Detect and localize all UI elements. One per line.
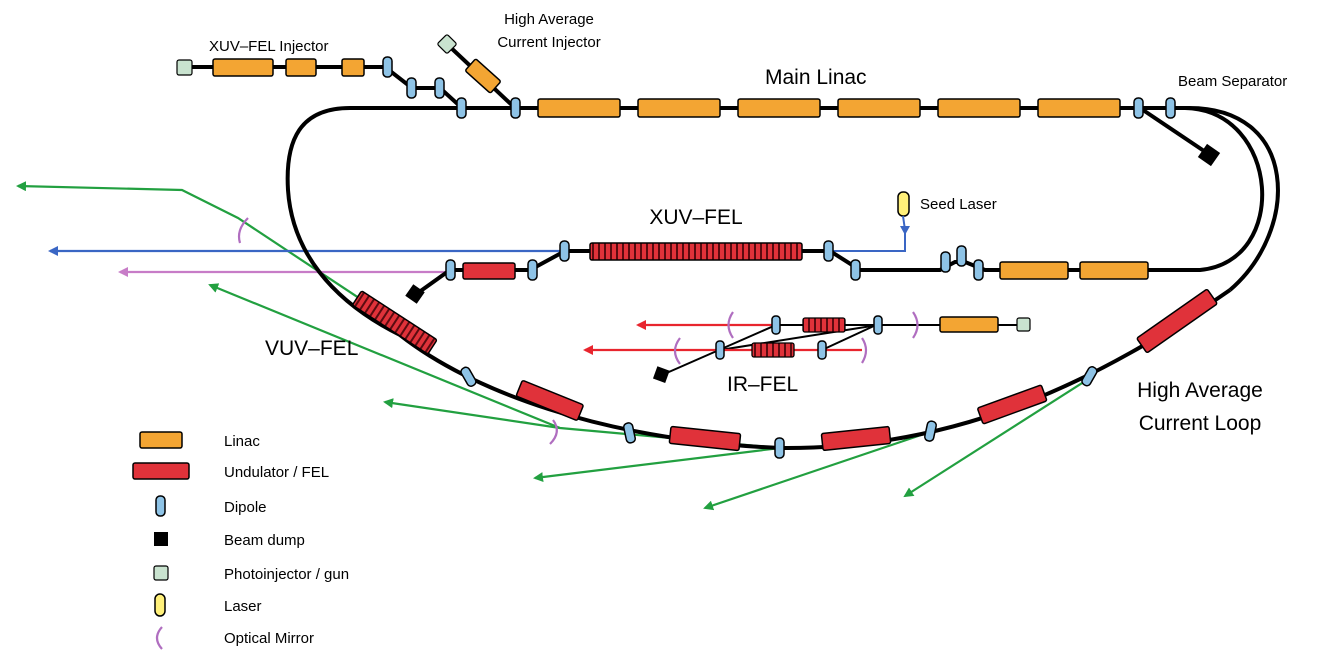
legend-label: Laser: [224, 598, 262, 615]
hac-loop-label-line2: Current Loop: [1139, 412, 1262, 435]
vuv-light-lines: [16, 181, 1091, 511]
photoinjector-icon: [153, 565, 169, 581]
xuv-fel-undulator: [589, 242, 803, 261]
seed-laser: [897, 191, 910, 231]
vuv-fel-label: VUV–FEL: [265, 337, 358, 360]
undulator-icon: [132, 462, 190, 480]
ir-linac: [939, 316, 999, 333]
xuv-fel-label: XUV–FEL: [649, 206, 742, 229]
legend-item-photoinjector: Photoinjector / gun: [153, 565, 349, 583]
vuv-fel-undulator: [352, 290, 438, 355]
loop-undulators: [515, 288, 1218, 452]
legend: Linac Undulator / FEL Dipole Beam dump P…: [132, 431, 349, 650]
linac-icon: [139, 431, 183, 449]
beam-dumps: [405, 143, 1221, 383]
beam-separator-label: Beam Separator: [1178, 73, 1287, 90]
hac-loop-label-line1: High Average: [1137, 379, 1263, 402]
ir-fel-label: IR–FEL: [727, 373, 798, 396]
legend-label: Beam dump: [224, 532, 305, 549]
xuv-line-linac: [999, 261, 1149, 280]
legend-item-dipole: Dipole: [155, 495, 267, 517]
legend-item-undulator: Undulator / FEL: [132, 462, 329, 481]
photoinjectors: [176, 34, 1031, 332]
laser-icon: [154, 593, 166, 617]
main-linac: [537, 98, 1121, 118]
ir-undulators: [751, 317, 846, 358]
hac-injector-label-line1: High Average: [504, 11, 594, 28]
xuv-return-undulator: [462, 262, 516, 280]
hac-injector-linac: [465, 58, 501, 94]
legend-label: Undulator / FEL: [224, 464, 329, 481]
seed-laser-label: Seed Laser: [920, 196, 997, 213]
dipoles: [382, 56, 1176, 459]
xuv-fel-injector-label: XUV–FEL Injector: [209, 38, 329, 55]
beam-dump-icon: [154, 532, 168, 546]
main-linac-label: Main Linac: [765, 66, 867, 89]
legend-item-optical-mirror: Optical Mirror: [155, 626, 314, 650]
legend-item-laser: Laser: [154, 593, 262, 617]
optical-mirrors: [237, 217, 919, 445]
legend-label: Dipole: [224, 499, 267, 516]
optical-mirror-icon: [155, 626, 163, 650]
legend-label: Photoinjector / gun: [224, 566, 349, 583]
dipole-icon: [155, 495, 166, 517]
hac-injector-label-line2: Current Injector: [497, 34, 600, 51]
legend-label: Optical Mirror: [224, 630, 314, 647]
legend-item-linac: Linac: [139, 431, 260, 450]
legend-label: Linac: [224, 433, 260, 450]
xuv-injector-linac: [212, 58, 365, 77]
legend-item-beam-dump: Beam dump: [154, 532, 305, 549]
